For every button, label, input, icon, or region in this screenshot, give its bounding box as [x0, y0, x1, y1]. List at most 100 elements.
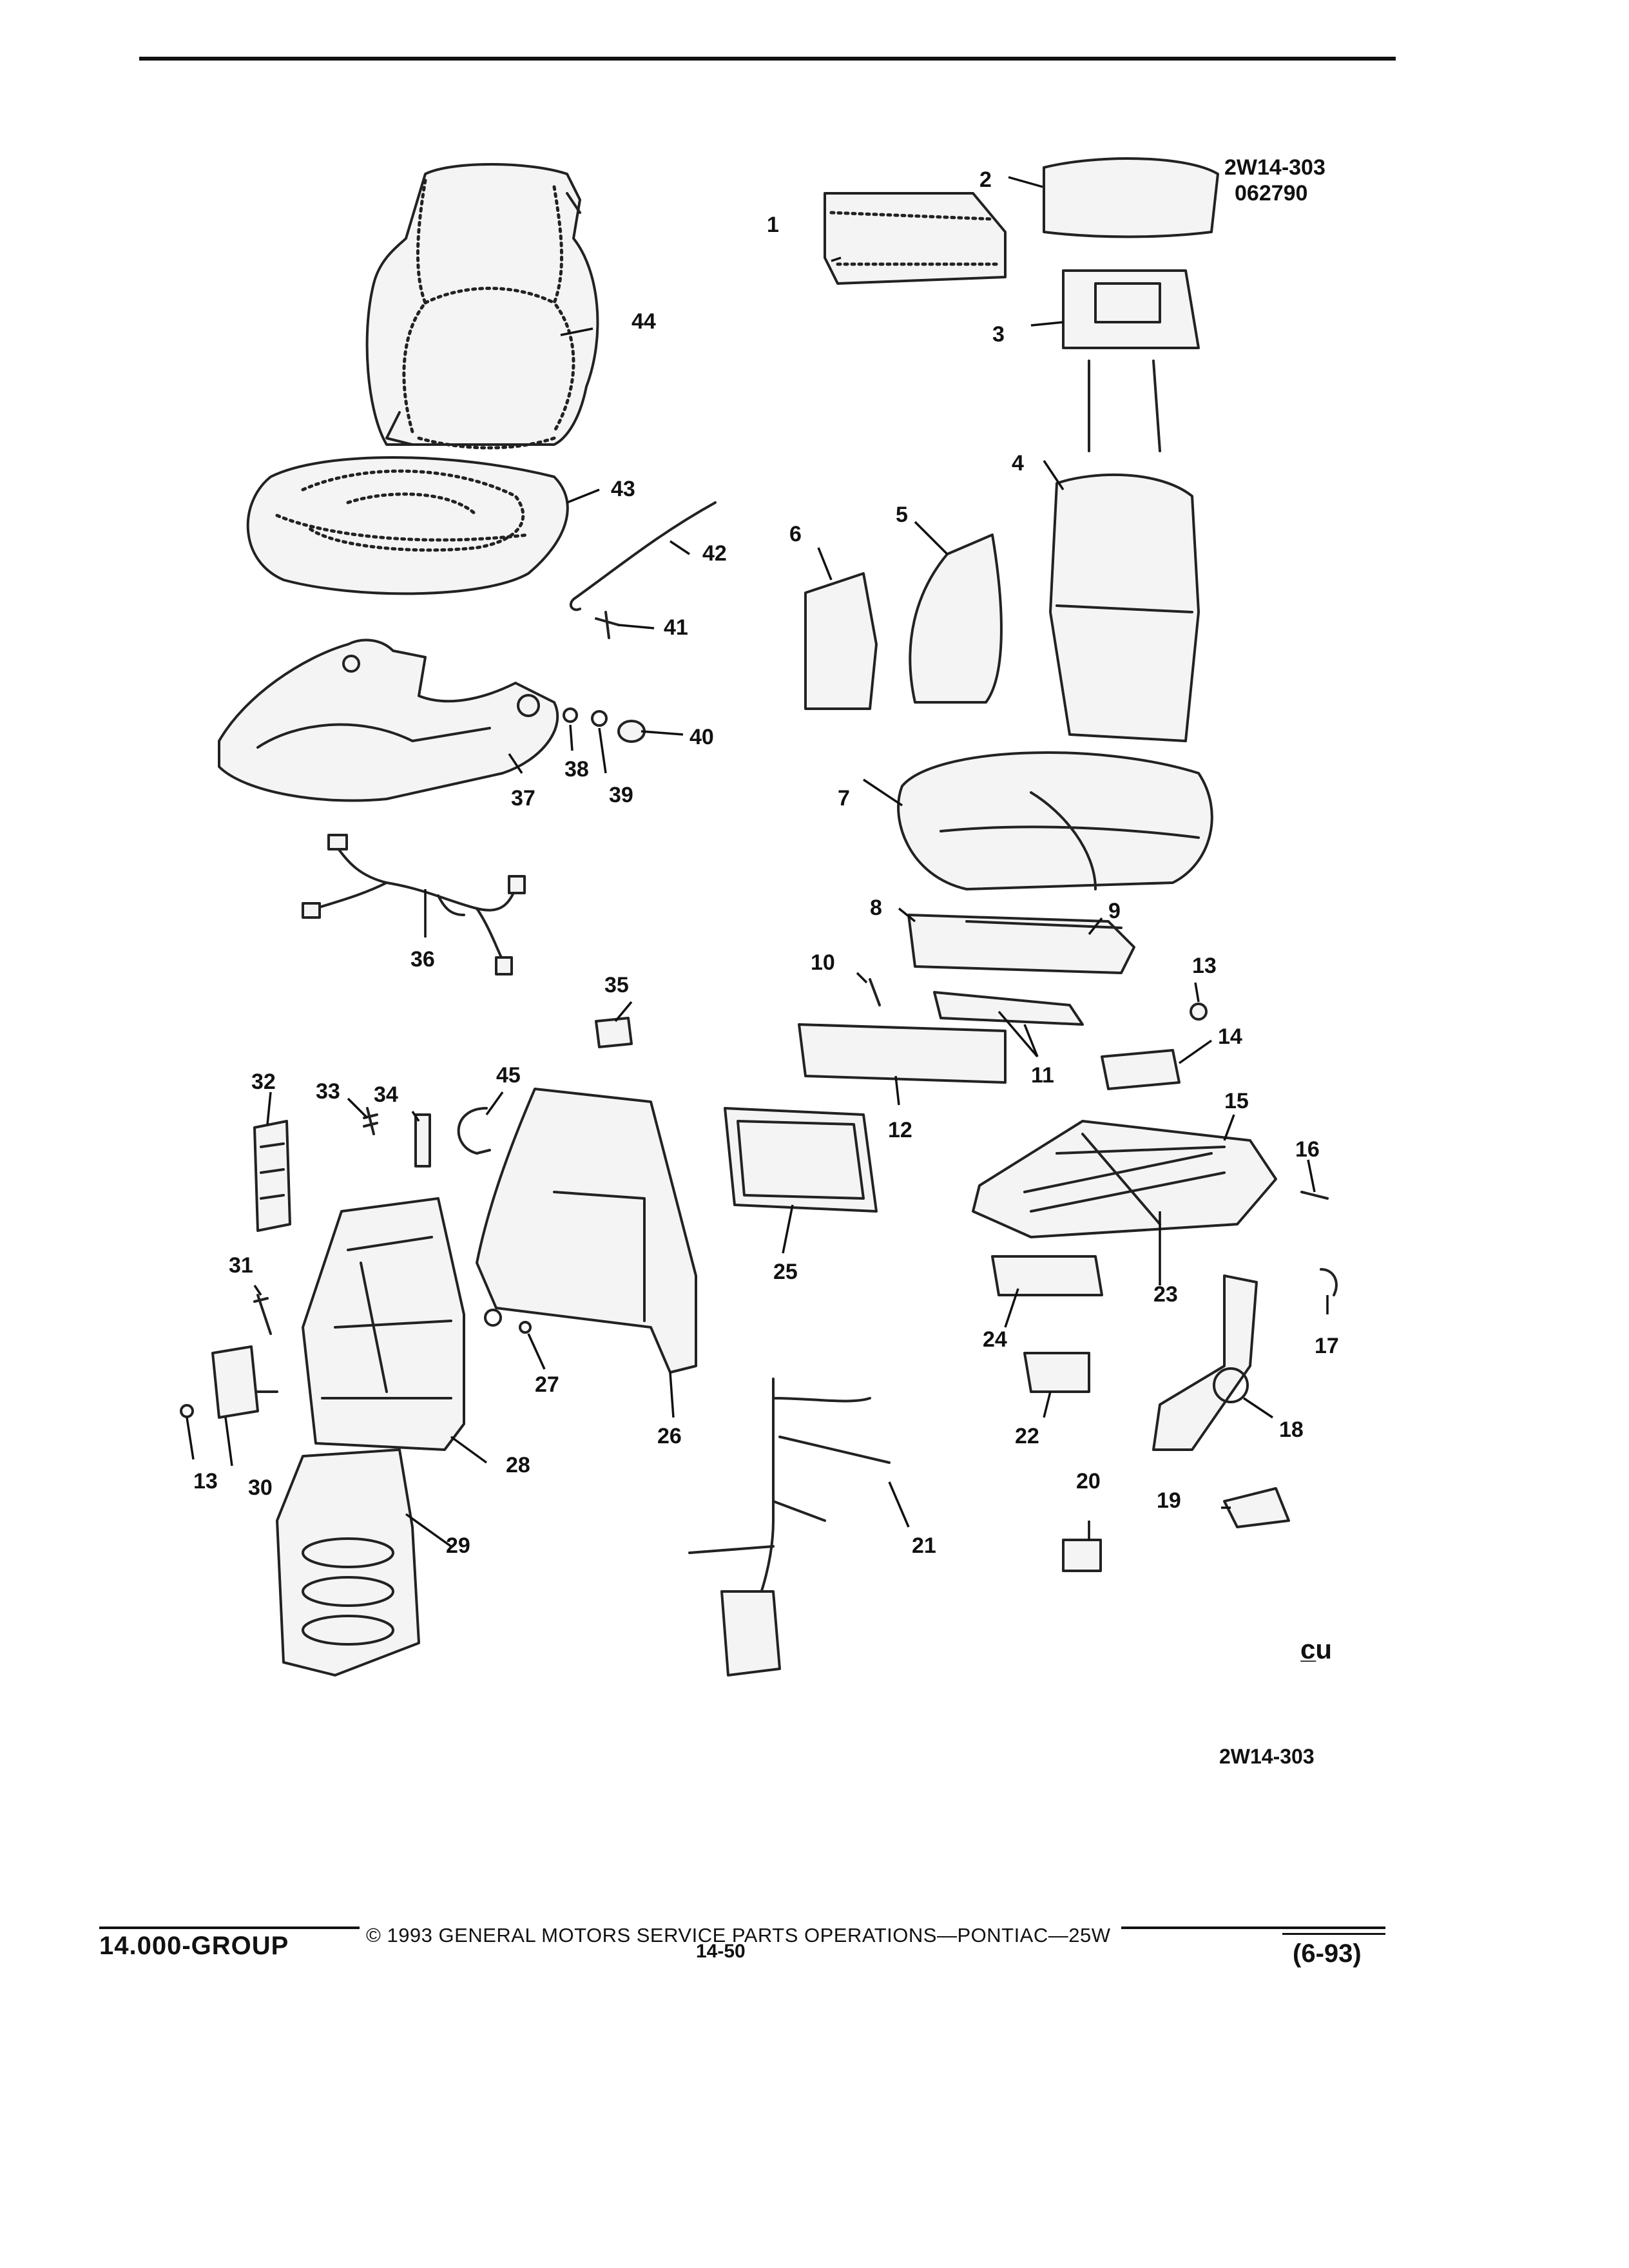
callout-6: 6	[789, 522, 802, 546]
footer-page-number: 14-50	[696, 1941, 746, 1962]
footer-date: (6-93)	[1293, 1939, 1362, 1968]
callout-27: 27	[535, 1372, 559, 1397]
part-10-pin	[869, 978, 881, 1006]
callout-1: 1	[767, 213, 779, 237]
callout-41: 41	[664, 615, 688, 640]
callout-3: 3	[992, 322, 1005, 347]
callout-19: 19	[1157, 1488, 1181, 1513]
part-13-screw-left	[180, 1404, 194, 1418]
part-27-screw	[519, 1321, 532, 1334]
callout-29: 29	[446, 1533, 470, 1558]
callout-32: 32	[251, 1070, 276, 1094]
part-34-sleeve	[414, 1113, 431, 1168]
footer-copyright: © 1993 GENERAL MOTORS SERVICE PARTS OPER…	[366, 1924, 1111, 1946]
callout-44: 44	[631, 309, 656, 334]
callout-30: 30	[248, 1475, 273, 1500]
part-23-spring-assembly	[1055, 1146, 1226, 1155]
callout-34: 34	[374, 1082, 398, 1107]
callout-5: 5	[896, 503, 908, 527]
callout-37: 37	[511, 786, 535, 811]
callout-10: 10	[811, 950, 835, 975]
callout-23: 23	[1153, 1282, 1178, 1307]
part-18-recliner	[1152, 1274, 1258, 1451]
part-15-cushion-frame	[972, 1120, 1277, 1238]
callout-39: 39	[609, 783, 633, 807]
callout-28: 28	[506, 1453, 530, 1477]
callout-11: 11	[1031, 1063, 1054, 1088]
callout-14: 14	[1218, 1024, 1242, 1049]
part-20-relay	[1062, 1539, 1102, 1572]
callout-31: 31	[229, 1253, 253, 1278]
part-4-seatback-pad	[1049, 473, 1200, 742]
callout-26: 26	[657, 1424, 682, 1448]
footer-rule-left	[99, 1927, 360, 1929]
part-6-side-pad	[804, 572, 878, 710]
figure-code-top: 2W14-303	[1224, 155, 1325, 180]
callout-15: 15	[1224, 1089, 1249, 1113]
callout-12: 12	[888, 1118, 912, 1142]
part-28-seatback-frame	[302, 1197, 465, 1451]
leader-lines	[186, 176, 1329, 1548]
callout-33: 33	[316, 1079, 340, 1104]
figure-code-bottom: 2W14-303	[1219, 1745, 1315, 1768]
part-3-headrest-frame	[1062, 269, 1200, 452]
figure-date-code: 062790	[1235, 181, 1308, 206]
callout-43: 43	[611, 477, 635, 501]
callout-16: 16	[1295, 1137, 1320, 1162]
part-21-wiring-harness	[688, 1378, 891, 1677]
part-31-bolt	[253, 1294, 272, 1335]
callout-4: 4	[1012, 451, 1024, 476]
part-24-module	[991, 1255, 1103, 1296]
part-45-spring-clip	[457, 1107, 491, 1155]
callout-13: 13	[193, 1469, 218, 1494]
footer-group-label: 14.000-GROUP	[99, 1932, 289, 1960]
callout-25: 25	[773, 1260, 798, 1284]
part-26-seatback-panel	[476, 1088, 697, 1374]
callout-40: 40	[689, 725, 714, 749]
callout-38: 38	[564, 757, 589, 782]
part-14-switch	[1101, 1049, 1181, 1090]
callout-35: 35	[604, 973, 629, 997]
part-8-cushion-insert	[907, 914, 1135, 974]
part-7-cushion-pad	[897, 751, 1213, 890]
footer-rule-right	[1121, 1927, 1385, 1929]
callout-24: 24	[983, 1327, 1007, 1352]
part-39-nut	[591, 710, 608, 727]
part-16-pin	[1300, 1191, 1329, 1200]
top-rule	[139, 57, 1396, 61]
callout-9: 9	[1108, 899, 1121, 923]
part-30-recliner-motor	[211, 1345, 278, 1419]
part-11-bracket	[933, 991, 1084, 1026]
callout-13: 13	[1192, 954, 1217, 978]
footer-rule-right-lower	[1282, 1933, 1385, 1935]
callout-2: 2	[979, 168, 992, 192]
part-36-wiring-harness	[302, 834, 526, 975]
part-33-spring	[363, 1107, 378, 1135]
callout-45: 45	[496, 1063, 521, 1088]
part-12-front-bracket	[798, 1023, 1007, 1084]
part-1-headrest-cover	[824, 192, 1007, 285]
cu-mark: c̲u	[1300, 1634, 1333, 1664]
part-40-knob	[617, 720, 646, 743]
part-43-cushion-cover	[246, 456, 569, 595]
part-17-clip	[1320, 1268, 1338, 1296]
part-25-frame-panel	[724, 1107, 878, 1213]
callout-21: 21	[912, 1533, 936, 1558]
callout-17: 17	[1315, 1334, 1339, 1358]
callout-36: 36	[410, 947, 435, 972]
part-22-actuator	[1023, 1352, 1090, 1393]
callout-20: 20	[1076, 1469, 1101, 1494]
part-38-washer	[563, 707, 578, 723]
part-29-lumbar-support	[276, 1448, 420, 1677]
part-32-hinge-bracket	[253, 1120, 291, 1232]
callout-22: 22	[1015, 1424, 1039, 1448]
part-13-screw-right	[1190, 1003, 1208, 1021]
callout-7: 7	[838, 786, 850, 811]
callout-18: 18	[1279, 1418, 1304, 1442]
part-41-clip	[595, 611, 620, 639]
part-35-grommet	[595, 1017, 633, 1048]
part-5-bolster-pad	[909, 533, 1003, 704]
part-37-cushion-frame	[218, 639, 559, 802]
